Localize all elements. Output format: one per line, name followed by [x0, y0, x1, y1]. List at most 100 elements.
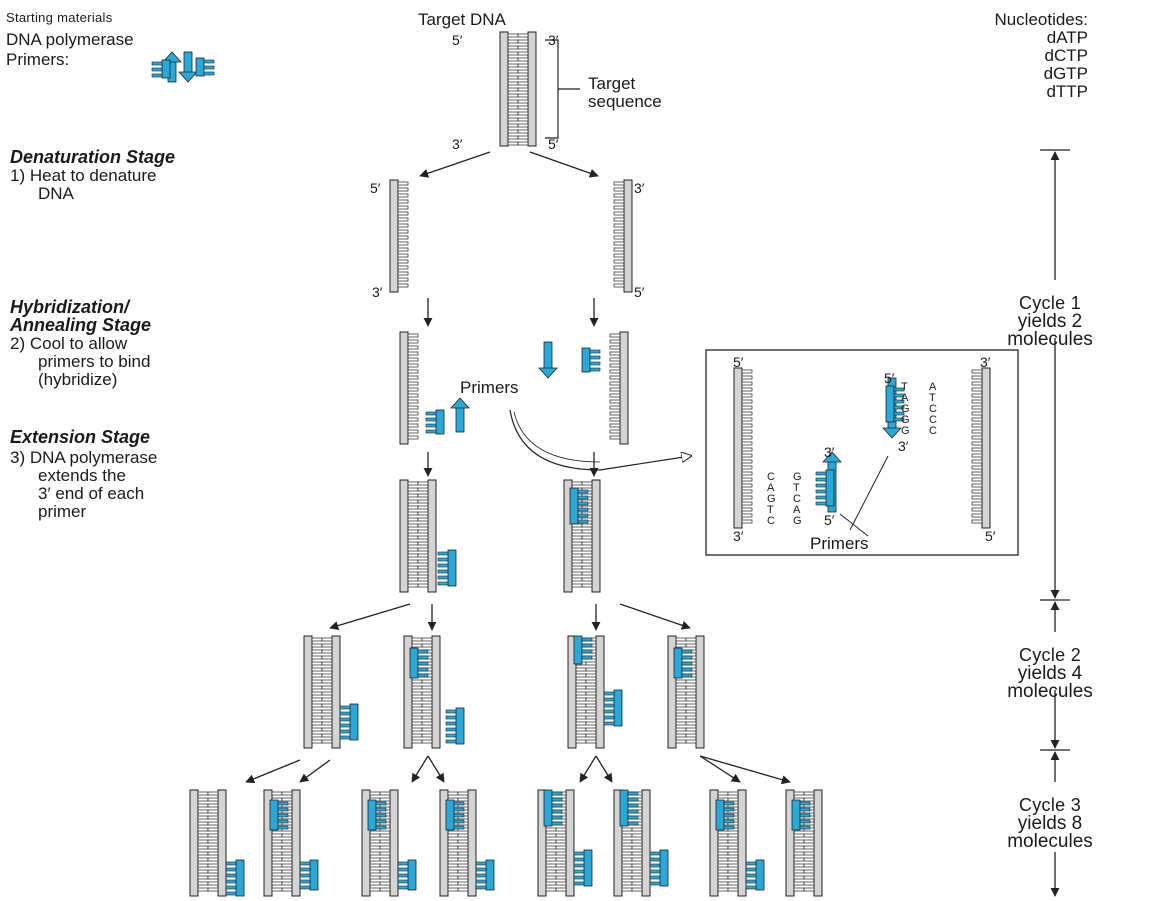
- base-tooth: [803, 851, 815, 856]
- base-tooth: [457, 857, 469, 862]
- base-tooth: [311, 715, 323, 720]
- base-tooth: [793, 875, 805, 880]
- base-tooth: [555, 857, 567, 862]
- base-tooth: [197, 869, 209, 874]
- base-tooth: [631, 857, 643, 862]
- base-tooth: [675, 697, 687, 702]
- base-tooth: [675, 709, 687, 714]
- primer-tooth: [375, 807, 387, 812]
- denaturation-stage-title: Denaturation Stage: [10, 147, 176, 167]
- base-tooth: [321, 691, 333, 696]
- strand-backbone: [527, 31, 537, 147]
- primer-tooth: [799, 807, 811, 812]
- cycle-1-yield: yields 2: [1017, 311, 1083, 332]
- base-tooth: [271, 875, 283, 880]
- primer-tooth: [649, 881, 661, 886]
- base-tooth: [311, 697, 323, 702]
- base-tooth: [311, 721, 323, 726]
- inset-primer-end: 3′: [824, 444, 835, 460]
- primer-tooth: [799, 819, 811, 824]
- base-tooth: [281, 863, 293, 868]
- base-tooth: [613, 259, 625, 264]
- base-tooth: [281, 869, 293, 874]
- primer-backbone: [235, 859, 245, 897]
- primer-backbone: [195, 57, 205, 77]
- base-tooth: [407, 351, 419, 356]
- base-tooth: [971, 453, 983, 458]
- base-tooth: [575, 673, 587, 678]
- base-tooth: [571, 553, 583, 558]
- base-tooth: [207, 815, 219, 820]
- base-tooth: [417, 571, 429, 576]
- base-tooth: [407, 333, 419, 338]
- primer-tooth: [815, 495, 827, 500]
- base-tooth: [407, 405, 419, 410]
- primer-tooth: [589, 355, 601, 360]
- base-tooth: [517, 99, 529, 104]
- base-tooth: [517, 93, 529, 98]
- base-tooth: [585, 721, 597, 726]
- base-tooth: [585, 667, 597, 672]
- primer-tooth: [437, 551, 449, 556]
- base-tooth: [411, 721, 423, 726]
- base-tooth: [407, 505, 419, 510]
- process-arrow: [595, 755, 613, 783]
- base-tooth: [407, 553, 419, 558]
- strand-backbone: [813, 789, 823, 897]
- base-tooth: [741, 429, 753, 434]
- primers-label: Primers: [460, 378, 519, 397]
- base-tooth: [507, 123, 519, 128]
- base-tooth: [397, 223, 409, 228]
- base-tooth: [621, 851, 633, 856]
- base-tooth: [321, 739, 333, 744]
- primer-backbone: [435, 409, 445, 435]
- primer-tooth: [649, 863, 661, 868]
- base-tooth: [447, 839, 459, 844]
- primer-tooth: [151, 61, 163, 66]
- base-tooth: [407, 499, 419, 504]
- base-tooth: [517, 117, 529, 122]
- base-tooth: [421, 679, 433, 684]
- primer-tooth: [627, 821, 639, 826]
- primer-tooth: [581, 637, 593, 642]
- base-tooth: [581, 541, 593, 546]
- base-tooth: [585, 715, 597, 720]
- base-tooth: [585, 673, 597, 678]
- primer-tooth: [445, 733, 457, 738]
- dna-strands-layer: [189, 31, 1019, 897]
- base-tooth: [717, 869, 729, 874]
- strand-backbone: [641, 789, 651, 897]
- primer-tooth: [723, 801, 735, 806]
- base-tooth: [421, 739, 433, 744]
- primer-tooth: [225, 873, 237, 878]
- base-tooth: [517, 123, 529, 128]
- strand-backbone: [695, 635, 705, 749]
- base-tooth: [447, 845, 459, 850]
- base-tooth: [631, 881, 643, 886]
- base-tooth: [613, 271, 625, 276]
- base-tooth: [793, 863, 805, 868]
- base-tooth: [407, 381, 419, 386]
- base-tooth: [971, 519, 983, 524]
- base-tooth: [407, 435, 419, 440]
- base-tooth: [613, 283, 625, 288]
- base-tooth: [417, 493, 429, 498]
- base-tooth: [609, 411, 621, 416]
- inset-primers-label: Primers: [810, 534, 869, 553]
- base-tooth: [407, 583, 419, 588]
- end-label: 5′: [370, 180, 381, 196]
- base-tooth: [727, 839, 739, 844]
- primer-backbone: [309, 859, 319, 891]
- primer-tooth: [681, 667, 693, 672]
- primer-tooth: [893, 417, 905, 422]
- primer-tooth: [203, 65, 215, 70]
- base-tooth: [507, 45, 519, 50]
- base-tooth: [685, 637, 697, 642]
- base-tooth: [585, 691, 597, 696]
- base-tooth: [447, 857, 459, 862]
- base-tooth: [675, 733, 687, 738]
- primer-backbone: [569, 487, 579, 525]
- primer-tooth: [475, 885, 487, 890]
- base-tooth: [407, 523, 419, 528]
- base-tooth: [369, 833, 381, 838]
